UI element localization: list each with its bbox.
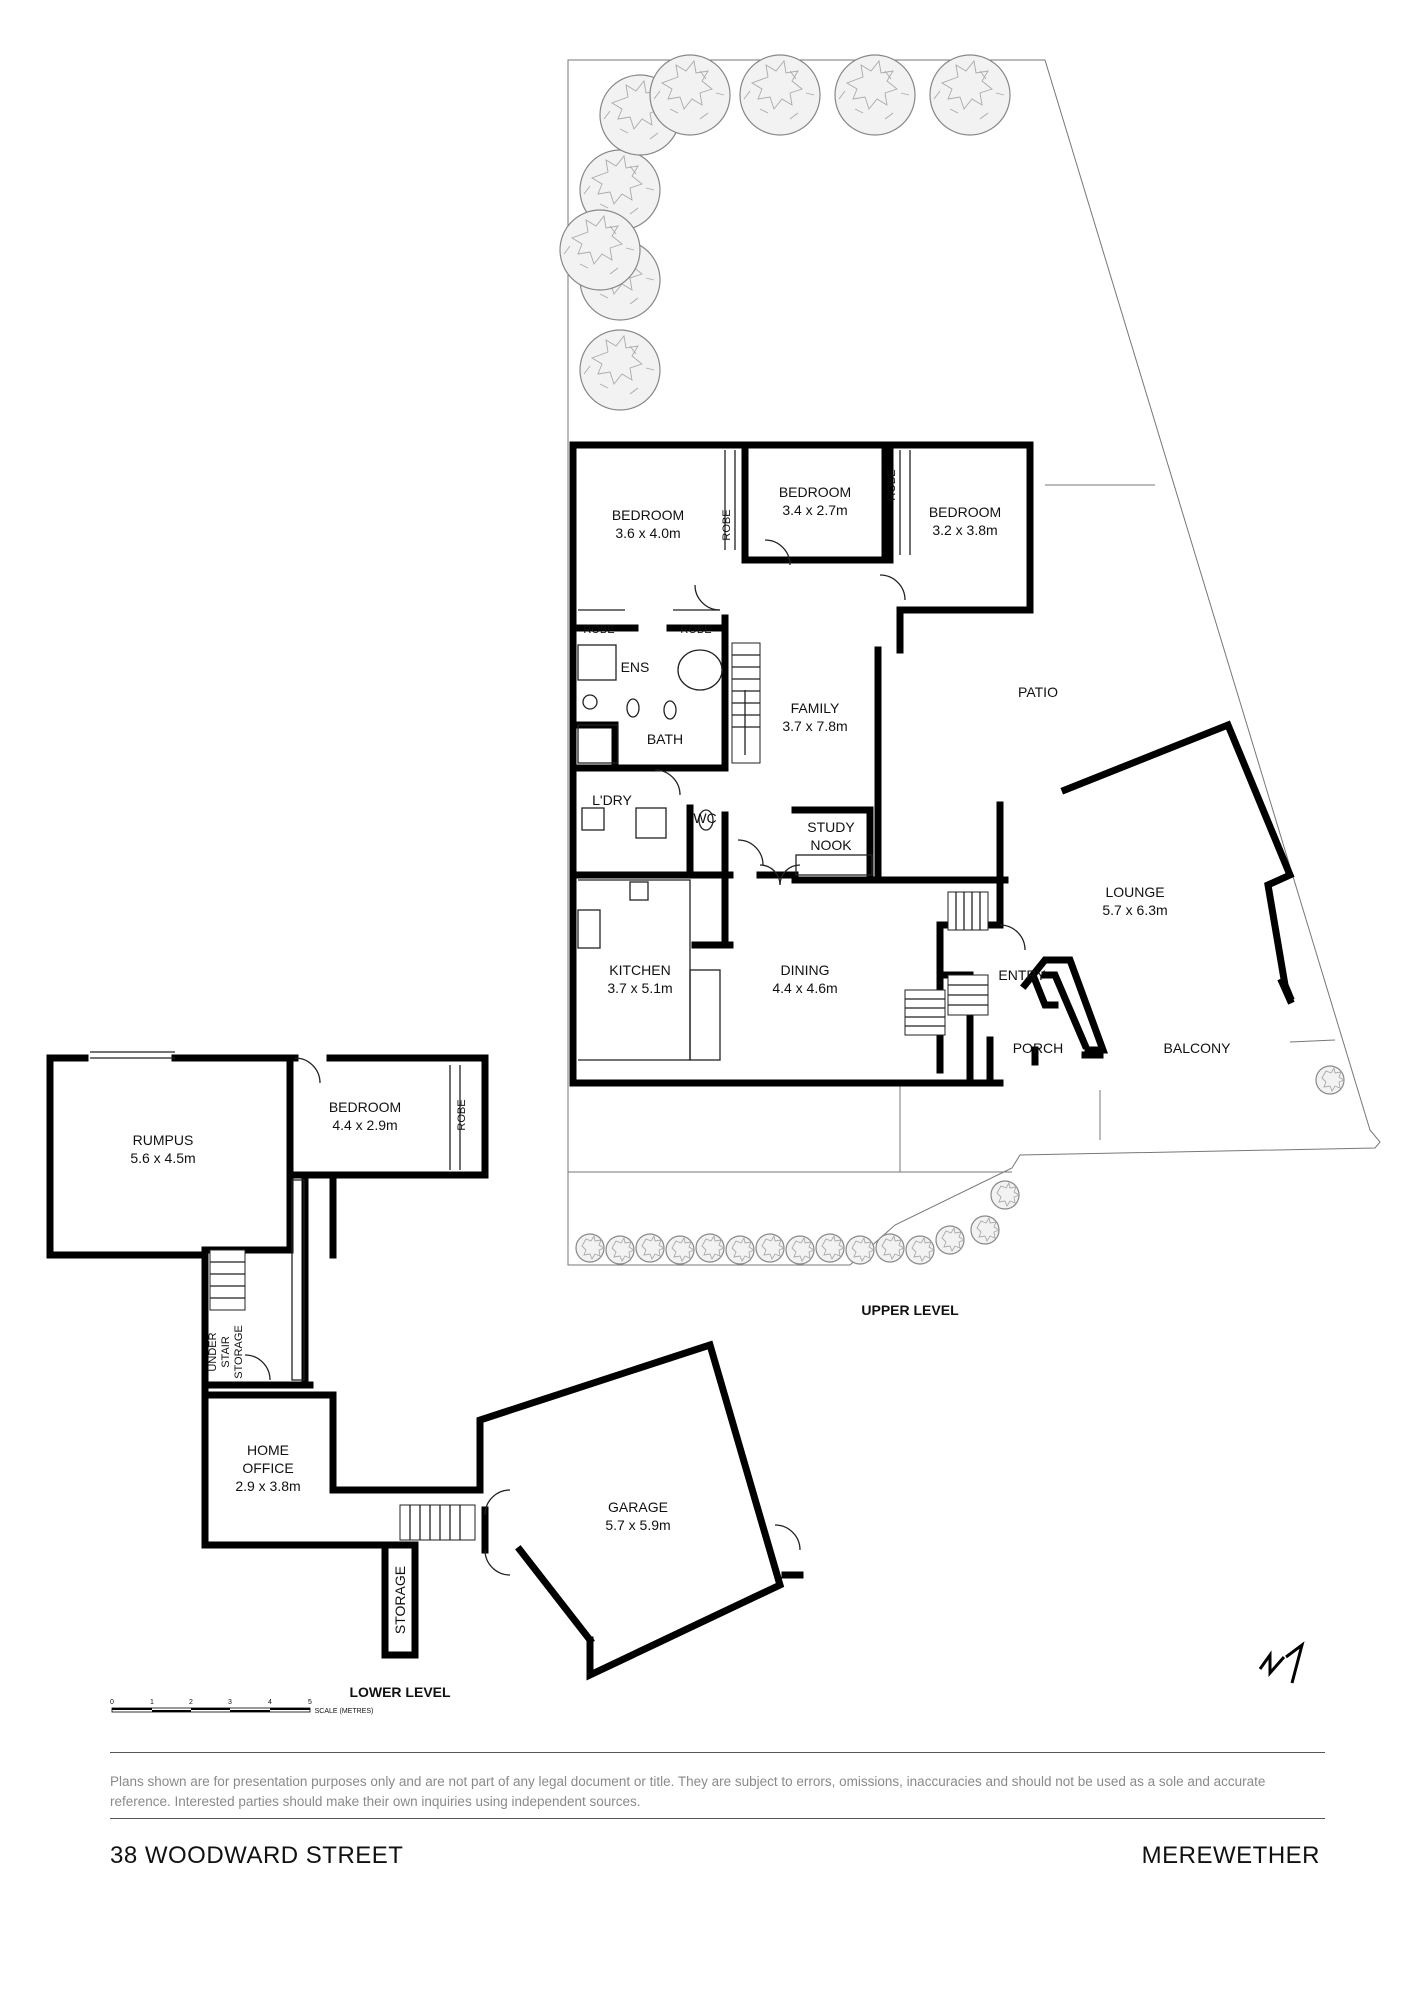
robe-label: ROBE <box>721 509 733 540</box>
tree-canopy <box>559 54 1011 411</box>
room-home-office: HOME OFFICE 2.9 x 3.8m <box>235 1442 300 1494</box>
room-name: OFFICE <box>242 1460 293 1476</box>
room-name: LOUNGE <box>1105 884 1164 900</box>
room-size: 4.4 x 2.9m <box>332 1117 397 1133</box>
robe-label: ROBE <box>886 469 898 500</box>
upper-fixtures <box>577 644 873 1061</box>
lower-doors <box>90 1051 801 1576</box>
lower-level-label: LOWER LEVEL <box>349 1684 451 1700</box>
room-name: KITCHEN <box>609 962 670 978</box>
under-stair-label: UNDER <box>207 1332 219 1371</box>
garden-shrubs <box>575 1065 1345 1265</box>
ensuite-label: ENS <box>621 659 650 675</box>
room-lounge: LOUNGE 5.7 x 6.3m <box>1102 884 1167 918</box>
study-nook-label: NOOK <box>810 837 852 853</box>
laundry-label: L'DRY <box>592 792 632 808</box>
room-size: 5.7 x 5.9m <box>605 1517 670 1533</box>
room-name: RUMPUS <box>133 1132 194 1148</box>
room-name: GARAGE <box>608 1499 668 1515</box>
scale-bar-main: 0 1 2 3 4 5 SCALE (METRES) <box>110 1699 373 1715</box>
scale-tick: 1 <box>150 1699 154 1706</box>
room-size: 3.7 x 7.8m <box>782 718 847 734</box>
porch-label: PORCH <box>1013 1040 1064 1056</box>
room-size: 4.4 x 4.6m <box>772 980 837 996</box>
disclaimer-text: Plans shown are for presentation purpose… <box>110 1774 1266 1809</box>
property-address: 38 WOODWARD STREET <box>110 1842 404 1869</box>
upper-walls <box>569 441 1295 1087</box>
room-name: BEDROOM <box>929 504 1001 520</box>
footer-rule-bottom <box>110 1818 1325 1819</box>
upper-stairs <box>731 642 989 1036</box>
scale-tick: 5 <box>308 1699 312 1706</box>
storage-label: STORAGE <box>392 1566 408 1634</box>
lower-level: RUMPUS 5.6 x 4.5m BEDROOM 4.4 x 2.9m HOM… <box>46 1051 804 1700</box>
upper-level: BEDROOM 3.6 x 4.0m BEDROOM 3.4 x 2.7m BE… <box>559 54 1381 1318</box>
robe-label: ROBE <box>583 624 614 636</box>
lower-walls <box>46 1054 804 1681</box>
balcony-label: BALCONY <box>1164 1040 1232 1056</box>
property-suburb: MEREWETHER <box>1141 1842 1320 1869</box>
robe-doors <box>578 450 911 611</box>
room-size: 3.2 x 3.8m <box>932 522 997 538</box>
room-garage: GARAGE 5.7 x 5.9m <box>605 1499 670 1533</box>
room-bedroom-3: BEDROOM 3.2 x 3.8m <box>929 504 1001 538</box>
scale-tick: 2 <box>189 1699 193 1706</box>
scale-tick: 3 <box>228 1699 232 1706</box>
room-bedroom-4: BEDROOM 4.4 x 2.9m <box>329 1099 401 1133</box>
bath-label: BATH <box>647 731 683 747</box>
under-stair-label: STORAGE <box>233 1325 245 1379</box>
robe-label: ROBE <box>456 1099 468 1130</box>
room-name: BEDROOM <box>329 1099 401 1115</box>
wc-label: WC <box>693 810 716 826</box>
lower-stairs <box>209 1179 476 1541</box>
room-name: DINING <box>781 962 830 978</box>
room-name: BEDROOM <box>779 484 851 500</box>
study-nook-label: STUDY <box>807 819 855 835</box>
room-family: FAMILY 3.7 x 7.8m <box>782 700 847 734</box>
scale-caption: SCALE (METRES) <box>315 1708 374 1715</box>
room-kitchen: KITCHEN 3.7 x 5.1m <box>607 962 672 996</box>
room-size: 5.7 x 6.3m <box>1102 902 1167 918</box>
room-bedroom-2: BEDROOM 3.4 x 2.7m <box>779 484 851 518</box>
upper-level-label: UPPER LEVEL <box>861 1302 959 1318</box>
under-stair-label: STAIR <box>220 1336 232 1368</box>
room-bedroom-1: BEDROOM 3.6 x 4.0m <box>612 507 684 541</box>
scale-tick: 4 <box>268 1699 272 1706</box>
room-size: 5.6 x 4.5m <box>130 1150 195 1166</box>
room-rumpus: RUMPUS 5.6 x 4.5m <box>130 1132 195 1166</box>
footer-rule-top <box>110 1752 1325 1753</box>
room-dining: DINING 4.4 x 4.6m <box>772 962 837 996</box>
north-arrow-icon <box>1258 1641 1305 1684</box>
patio-label: PATIO <box>1018 684 1058 700</box>
scale-tick: 0 <box>110 1699 114 1706</box>
room-name: BEDROOM <box>612 507 684 523</box>
robe-label: ROBE <box>680 624 711 636</box>
room-size: 3.7 x 5.1m <box>607 980 672 996</box>
room-name: FAMILY <box>791 700 840 716</box>
entry-label: ENTRY <box>998 967 1046 983</box>
room-name: HOME <box>247 1442 289 1458</box>
room-size: 3.6 x 4.0m <box>615 525 680 541</box>
upper-doors <box>654 539 1026 951</box>
room-size: 2.9 x 3.8m <box>235 1478 300 1494</box>
room-size: 3.4 x 2.7m <box>782 502 847 518</box>
